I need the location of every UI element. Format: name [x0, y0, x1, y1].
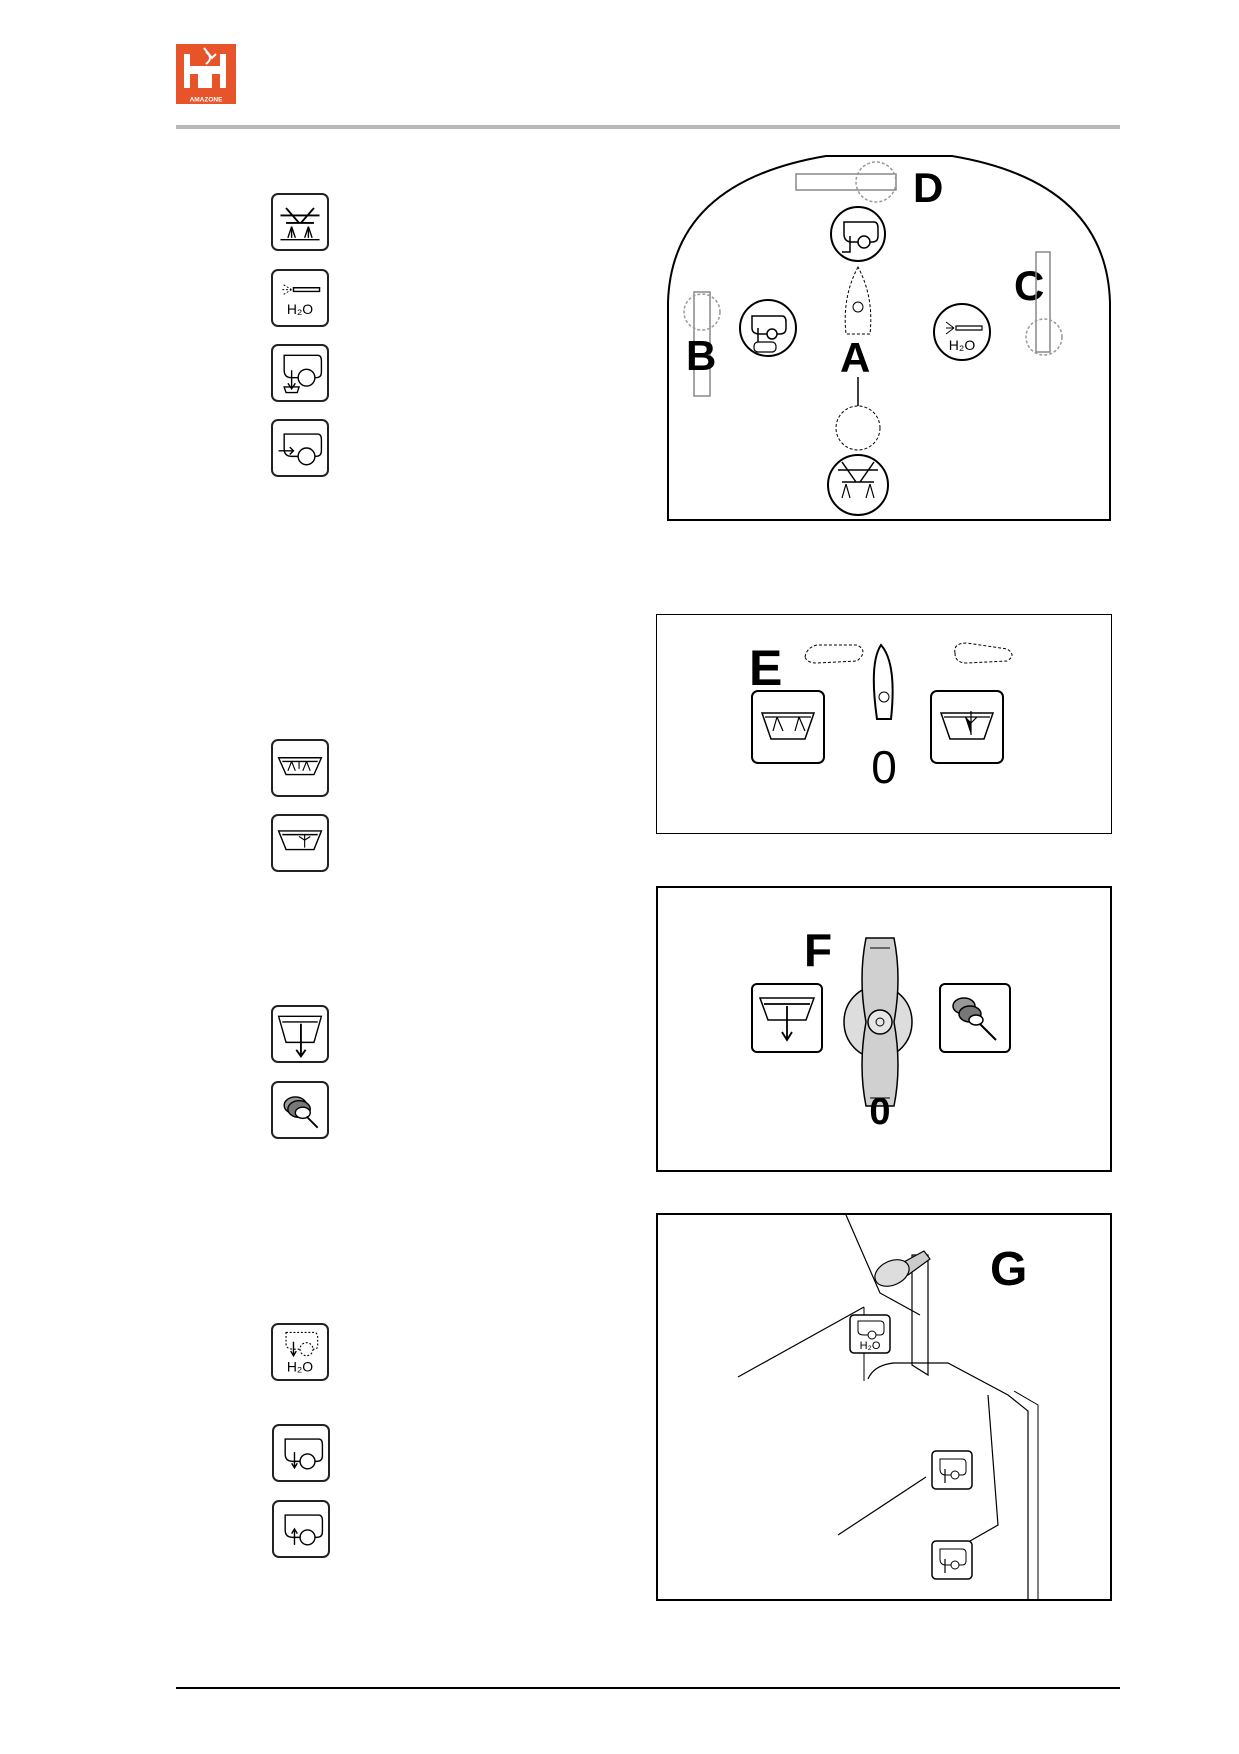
- spray-boom-symbol: [827, 454, 889, 516]
- agitator-symbol: [751, 690, 825, 764]
- label-f: F: [804, 924, 832, 976]
- water-text: H₂O: [287, 301, 313, 317]
- tank-return-valve-icon: [272, 1500, 330, 1558]
- spray-boom-icon: [271, 193, 329, 251]
- footer-rule: [176, 1687, 1120, 1689]
- agitator-icon: [271, 739, 329, 797]
- valve-panel-g: G H₂O: [656, 1213, 1112, 1601]
- logo-text: AMAZONE: [190, 97, 224, 104]
- zero-position: 0: [871, 741, 897, 793]
- tank-suction-symbol: [830, 206, 886, 262]
- valve-panel-e: E 0: [656, 614, 1112, 834]
- tank-drain-valve-icon: [272, 1424, 330, 1482]
- label-b: B: [686, 332, 716, 379]
- water-text: H₂O: [949, 337, 976, 353]
- label-c: C: [1014, 262, 1044, 309]
- label-a: A: [840, 334, 870, 381]
- tank-drain-icon: [271, 1005, 329, 1063]
- label-d: D: [913, 164, 943, 211]
- tank-fill-symbol: [739, 299, 797, 357]
- tank-return-valve-symbol: [931, 1540, 973, 1580]
- valve-panel-f: F 0: [656, 886, 1112, 1172]
- fresh-water-tank-icon: H₂O: [271, 1323, 329, 1381]
- label-e: E: [749, 640, 782, 696]
- water-text: H₂O: [860, 1340, 881, 1352]
- tank-drain-valve-symbol: [931, 1450, 973, 1490]
- zero-position: 0: [869, 1091, 890, 1133]
- water-rinse-symbol: [933, 303, 991, 361]
- amazone-logo: AMAZONE: [176, 44, 236, 104]
- water-text: H₂O: [287, 1359, 313, 1375]
- water-rinse-icon: H₂O: [271, 269, 329, 327]
- label-g: G: [990, 1243, 1027, 1296]
- tank-rinse-nozzle-icon: [271, 814, 329, 872]
- valve-panel-abcd: D A B C H₂O: [666, 152, 1112, 522]
- filter-cleaning-icon: [271, 1081, 329, 1139]
- header-rule: [176, 125, 1120, 129]
- tank-fill-icon: [271, 419, 329, 477]
- tank-rinse-nozzle-symbol: [930, 690, 1004, 764]
- tank-suction-icon: [271, 344, 329, 402]
